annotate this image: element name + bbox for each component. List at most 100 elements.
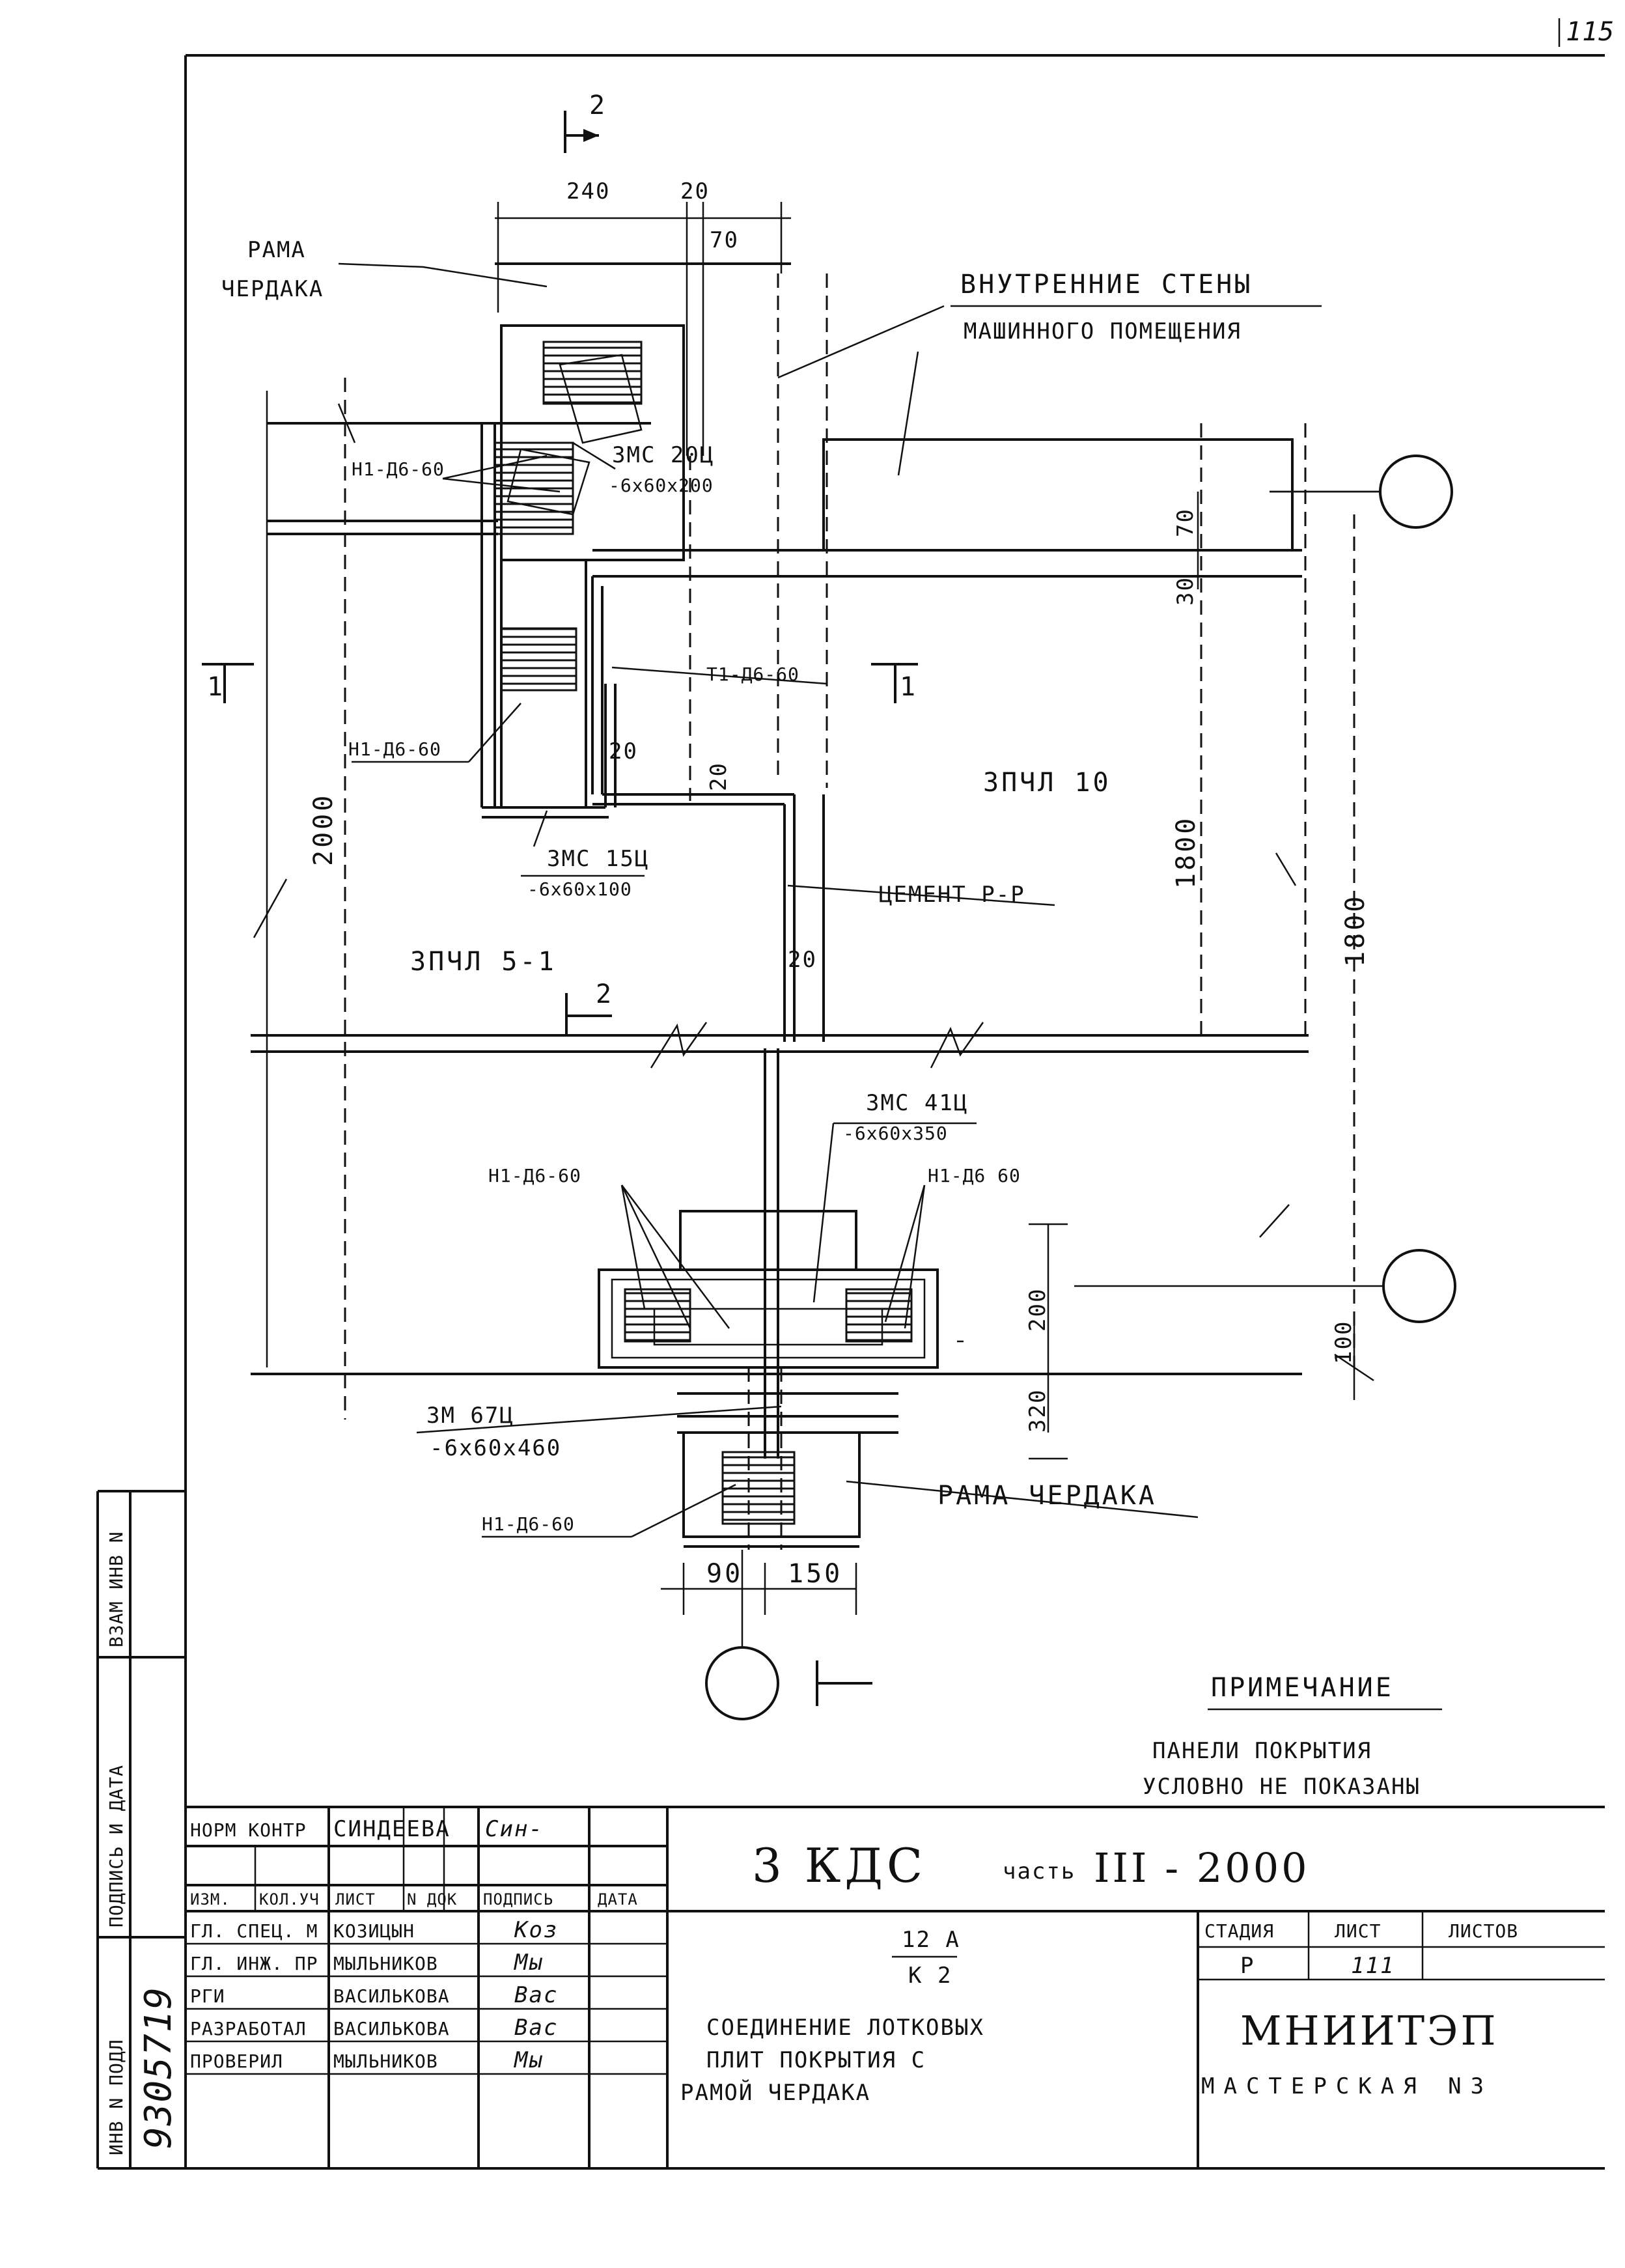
labels: РАМА ЧЕРДАКА ВНУТРЕННИЕ СТЕНЫ МАШИННОГО …	[221, 237, 1322, 1538]
sheet-code-top: 12 А	[902, 1927, 960, 1953]
section-1-right: 1	[900, 672, 918, 702]
dim-100: 100	[1331, 1321, 1357, 1364]
dim-2000: 2000	[309, 793, 339, 866]
sign-3: Вас	[514, 1982, 558, 2008]
axis-circle-3	[705, 1646, 779, 1720]
hdr-koluch: КОЛ.УЧ	[259, 1890, 320, 1909]
label-h1-a: Н1-Д6-60	[352, 458, 445, 480]
dim-150: 150	[788, 1559, 842, 1589]
lower-assembly: 90 150 200 320 100	[251, 1048, 1357, 1615]
section-2-mid: 2	[596, 979, 614, 1009]
stamp-inv-podl: ИНВ N ПОДЛ	[105, 2039, 127, 2155]
dim-20-top: 20	[680, 178, 710, 204]
role-3: РГИ	[190, 1985, 225, 2007]
section-1-left: 1	[207, 672, 225, 702]
label-h1-b: Н1-Д6-60	[348, 738, 441, 760]
section-2-top: 2	[589, 91, 607, 120]
top-dimensions: 240 20 70	[495, 178, 791, 456]
sign-1: Коз	[514, 1917, 558, 1943]
label-rama-bottom: РАМА ЧЕРДАКА	[938, 1481, 1157, 1511]
inventory-number: 9305719	[137, 1986, 180, 2149]
side-stamp: ИНВ N ПОДЛ ПОДПИСЬ И ДАТА ВЗАМ ИНВ N 930…	[98, 1491, 186, 2168]
dim-1800-b: 1800	[1340, 894, 1370, 967]
sheet-label: ЛИСТ	[1335, 1920, 1381, 1942]
hdr-izm: ИЗМ.	[190, 1890, 230, 1909]
workshop-name: МАСТЕРСКАЯ N3	[1201, 2073, 1493, 2099]
dim-70-right: 70	[1173, 508, 1199, 537]
break-line	[251, 1022, 1309, 1069]
sign-2: Мы	[514, 1950, 544, 1976]
label-zpchl51: ЗПЧЛ 5-1	[410, 947, 557, 977]
stamp-podpis-data: ПОДПИСЬ И ДАТА	[105, 1765, 127, 1927]
tray-plate-upper	[591, 273, 1307, 1042]
section-marks: 2 1 1 2	[202, 91, 918, 1706]
sheet-title-2: ПЛИТ ПОКРЫТИЯ С	[706, 2047, 926, 2073]
hdr-ndok: N ДОК	[407, 1890, 457, 1909]
name-2: МЫЛЬНИКОВ	[333, 1953, 438, 1974]
sign-4: Вас	[514, 2015, 558, 2041]
note-block: ПРИМЕЧАНИЕ ПАНЕЛИ ПОКРЫТИЯ УСЛОВНО НЕ ПО…	[1143, 1673, 1442, 1800]
label-zms15-1: ЗМС 15Ц	[547, 846, 649, 872]
label-zms15-2: -6х60х100	[527, 878, 632, 900]
role-5: ПРОВЕРИЛ	[190, 2051, 283, 2072]
sheet-code-bottom: К 2	[908, 1963, 952, 1989]
label-zpchl10: ЗПЧЛ 10	[983, 768, 1111, 798]
name-3: ВАСИЛЬКОВА	[333, 1985, 450, 2007]
label-rama-top-1: РАМА	[247, 237, 306, 263]
sign-5: Мы	[514, 2047, 544, 2073]
dim-200: 200	[1025, 1288, 1051, 1332]
name-4: ВАСИЛЬКОВА	[333, 2018, 450, 2039]
dim-1800-a: 1800	[1171, 816, 1201, 889]
stage-label: СТАДИЯ	[1204, 1920, 1274, 1942]
sheet-frame	[96, 54, 1605, 2170]
note-line-2: УСЛОВНО НЕ ПОКАЗАНЫ	[1143, 1774, 1421, 1800]
role-2: ГЛ. ИНЖ. ПР	[190, 1953, 318, 1974]
label-zms41-2: -6х60х350	[843, 1123, 948, 1144]
hdr-podpis: ПОДПИСЬ	[483, 1890, 553, 1909]
sheet-title-1: СОЕДИНЕНИЕ ЛОТКОВЫХ	[706, 2015, 984, 2041]
dim-90: 90	[706, 1559, 743, 1589]
label-zms41-1: ЗМС 41Ц	[866, 1090, 968, 1116]
label-inner-walls-1: ВНУТРЕННИЕ СТЕНЫ	[960, 270, 1253, 300]
label-zm67-2: -6х60х460	[430, 1435, 561, 1461]
label-inner-walls-2: МАШИННОГО ПОМЕЩЕНИЯ	[964, 318, 1242, 344]
dim-70-top: 70	[710, 227, 739, 253]
label-zms20-2: -6х60х200	[609, 475, 714, 496]
dim-20-b: 20	[706, 762, 732, 791]
sheets-label: ЛИСТОВ	[1449, 1920, 1518, 1942]
stamp-vzam-inv: ВЗАМ ИНВ N	[105, 1531, 127, 1647]
norm-kontr-sign: Син-	[485, 1816, 544, 1842]
attic-frame-upper	[267, 262, 791, 819]
title-block: НОРМ КОНТР СИНДЕЕВА Син- ИЗМ. КОЛ.УЧ ЛИС…	[186, 1806, 1605, 2168]
label-zm67-1: ЗМ 67Ц	[426, 1403, 514, 1429]
label-h1-e: Н1-Д6-60	[482, 1513, 575, 1535]
axis-circle-1	[1379, 455, 1453, 529]
left-guide-lines	[253, 378, 356, 1420]
role-1: ГЛ. СПЕЦ. М	[190, 1920, 318, 1942]
label-cement: ЦЕМЕНТ Р-Р	[879, 882, 1025, 908]
axis-markers	[705, 455, 1456, 1720]
hdr-list: ЛИСТ	[335, 1890, 376, 1909]
page-number: 115	[1566, 17, 1615, 47]
part-value: III - 2000	[1094, 1844, 1310, 1892]
sheet-value: 111	[1351, 1953, 1395, 1979]
note-line-1: ПАНЕЛИ ПОКРЫТИЯ	[1152, 1738, 1372, 1764]
stage-value: Р	[1240, 1953, 1255, 1979]
dim-30-right: 30	[1173, 576, 1199, 606]
norm-kontr-name: СИНДЕЕВА	[333, 1816, 451, 1842]
label-h1-c: Н1-Д6-60	[488, 1165, 581, 1186]
name-5: МЫЛЬНИКОВ	[333, 2051, 438, 2072]
norm-kontr-label: НОРМ КОНТР	[190, 1819, 307, 1841]
label-rama-top-2: ЧЕРДАКА	[221, 276, 324, 302]
hdr-data: ДАТА	[598, 1890, 638, 1909]
note-title: ПРИМЕЧАНИЕ	[1211, 1673, 1394, 1703]
label-zms20-1: ЗМС 20Ц	[612, 442, 714, 468]
org-name: МНИИТЭП	[1240, 2007, 1499, 2054]
name-1: КОЗИЦЫН	[333, 1920, 415, 1942]
role-4: РАЗРАБОТАЛ	[190, 2018, 307, 2039]
right-dimensions: 70 30 1800 1800	[1171, 490, 1380, 1382]
dim-240: 240	[566, 178, 610, 204]
part-label: часть	[1003, 1858, 1076, 1884]
sheet-title-3: РАМОЙ ЧЕРДАКА	[680, 2079, 870, 2106]
